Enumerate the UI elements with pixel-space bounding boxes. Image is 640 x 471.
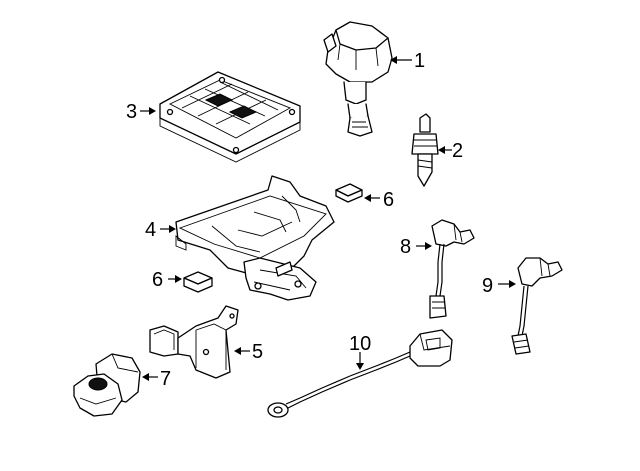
pad-icon [335, 183, 363, 203]
crankshaft-sensor-icon [511, 257, 563, 355]
callout-label: 8 [400, 236, 411, 258]
callout-5: 5 [234, 341, 263, 363]
callout-label: 6 [383, 189, 394, 211]
callout-3: 3 [126, 101, 156, 123]
relay-bracket-icon [149, 305, 239, 379]
callout-label: 10 [349, 333, 371, 355]
knock-sensor-icon [267, 329, 453, 418]
spark-plug-icon [411, 113, 439, 187]
callout-6b: 6 [152, 269, 182, 291]
callout-label: 9 [482, 275, 493, 297]
pad-icon-lower [183, 271, 213, 293]
callout-label: 2 [452, 140, 463, 162]
callout-label: 7 [160, 368, 171, 390]
callout-label: 6 [152, 269, 163, 291]
sensor-housing-icon [73, 353, 141, 417]
callout-2: 2 [438, 140, 463, 162]
callout-label: 1 [414, 50, 425, 72]
callout-9: 9 [482, 275, 516, 297]
callout-10: 10 [349, 333, 371, 370]
ignition-coil-icon [323, 21, 393, 137]
callout-label: 4 [145, 219, 156, 241]
callout-7: 7 [142, 368, 171, 390]
callout-8: 8 [400, 236, 432, 258]
mounting-bracket-icon [175, 175, 335, 301]
callout-4: 4 [145, 219, 176, 241]
callout-1: 1 [390, 50, 425, 72]
camshaft-sensor-icon [429, 219, 475, 319]
engine-control-module-icon [159, 71, 301, 163]
callout-label: 3 [126, 101, 137, 123]
callout-6a: 6 [364, 189, 394, 211]
callout-label: 5 [252, 341, 263, 363]
